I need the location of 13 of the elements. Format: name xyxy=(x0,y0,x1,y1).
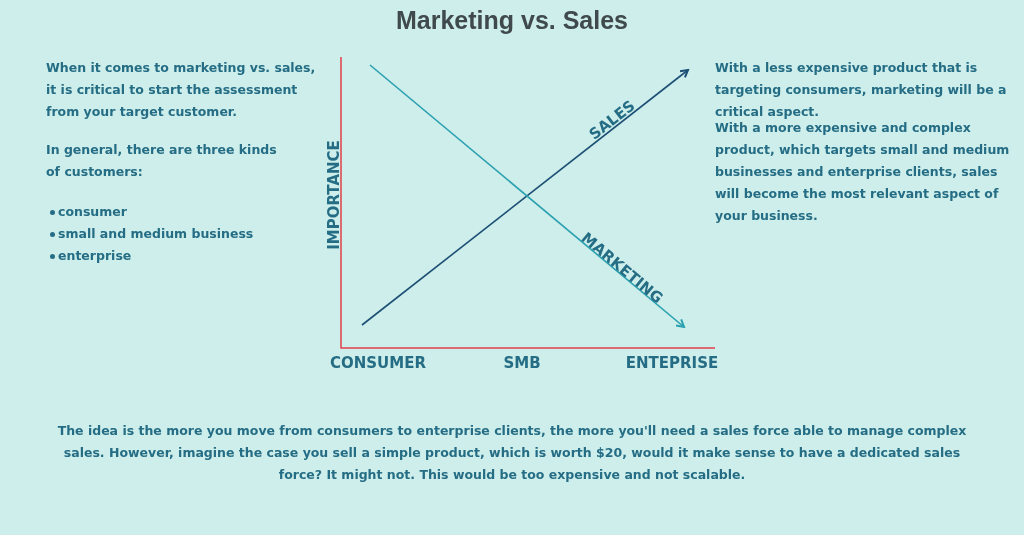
list-item: consumer xyxy=(58,203,128,221)
axis-label: ENTEPRISE xyxy=(625,354,719,372)
axis-label: SMB xyxy=(503,354,541,372)
intro-paragraph: When it comes to marketing vs. sales, it is critical to start the assessment from your target customer. xyxy=(46,59,316,121)
axis-label: IMPORTANCE xyxy=(325,140,343,250)
title: Marketing vs. Sales xyxy=(394,6,630,35)
paragraph: With a more expensive and complex product, which targets small and medium businesses and enterprise clients, sales will become the most relevant aspect of your business. xyxy=(715,119,1011,225)
paragraph: In general, there are three kinds of customers: xyxy=(46,141,278,181)
paragraph: With a less expensive product that is targeting consumers, marketing will be a critical aspect. xyxy=(715,59,1008,121)
list-item: small and medium business xyxy=(58,225,255,243)
footer-paragraph: The idea is the more you move from consumers to enterprise clients, the more you'll need a sales force able to manage complex sales. However, imagine the case you sell a simple product, which is worth $20, would it make sense to have a dedicated sales force? It might not. This would be too expensive and not scalable. xyxy=(56,422,968,484)
axis-label: CONSUMER xyxy=(330,354,426,372)
list-item: enterprise xyxy=(58,247,133,265)
